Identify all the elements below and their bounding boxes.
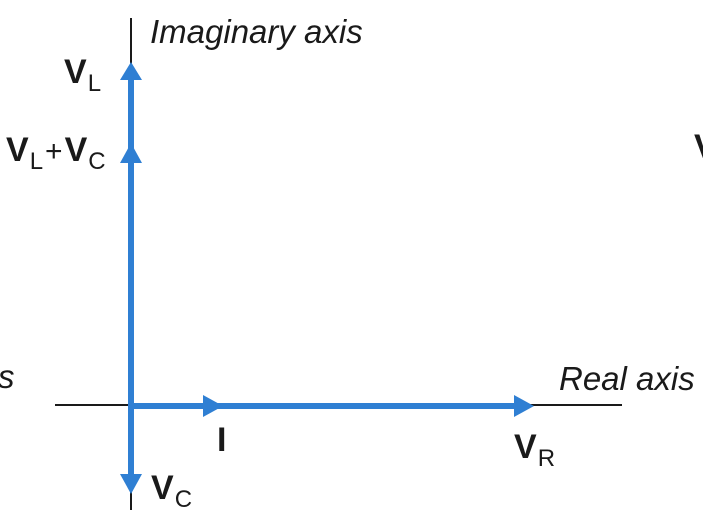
v-c-main: V: [151, 469, 174, 507]
i-label: I: [217, 421, 227, 459]
v-r-arrowhead: [514, 395, 534, 417]
plus-operator: +: [45, 135, 63, 168]
v-l-main: V: [64, 53, 87, 91]
v-l-label: VL: [64, 53, 101, 96]
clipped-right-vector-fragment: V: [694, 130, 703, 164]
v-c-subscript: C: [174, 486, 193, 513]
v-r-label: VR: [514, 428, 555, 471]
v-r-subscript: R: [537, 445, 556, 472]
sum-v2-main: V: [64, 131, 88, 169]
sum-v2-subscript: C: [88, 148, 106, 175]
v-r-main: V: [514, 428, 537, 466]
imaginary-axis-label: Imaginary axis: [150, 13, 363, 50]
sum-v1-main: V: [6, 131, 29, 169]
i-arrowhead: [203, 395, 223, 417]
v-l-plus-v-c-label: VL+VC: [6, 131, 106, 174]
v-l-plus-v-c-arrowhead: [120, 143, 142, 163]
clipped-left-axis-fragment: s: [0, 360, 15, 393]
sum-v1-subscript: L: [29, 148, 44, 175]
v-l-subscript: L: [87, 70, 102, 97]
v-c-label: VC: [151, 469, 192, 512]
real-axis-label: Real axis: [559, 360, 695, 397]
v-c-arrowhead: [120, 474, 142, 494]
v-l-arrowhead: [120, 62, 142, 80]
